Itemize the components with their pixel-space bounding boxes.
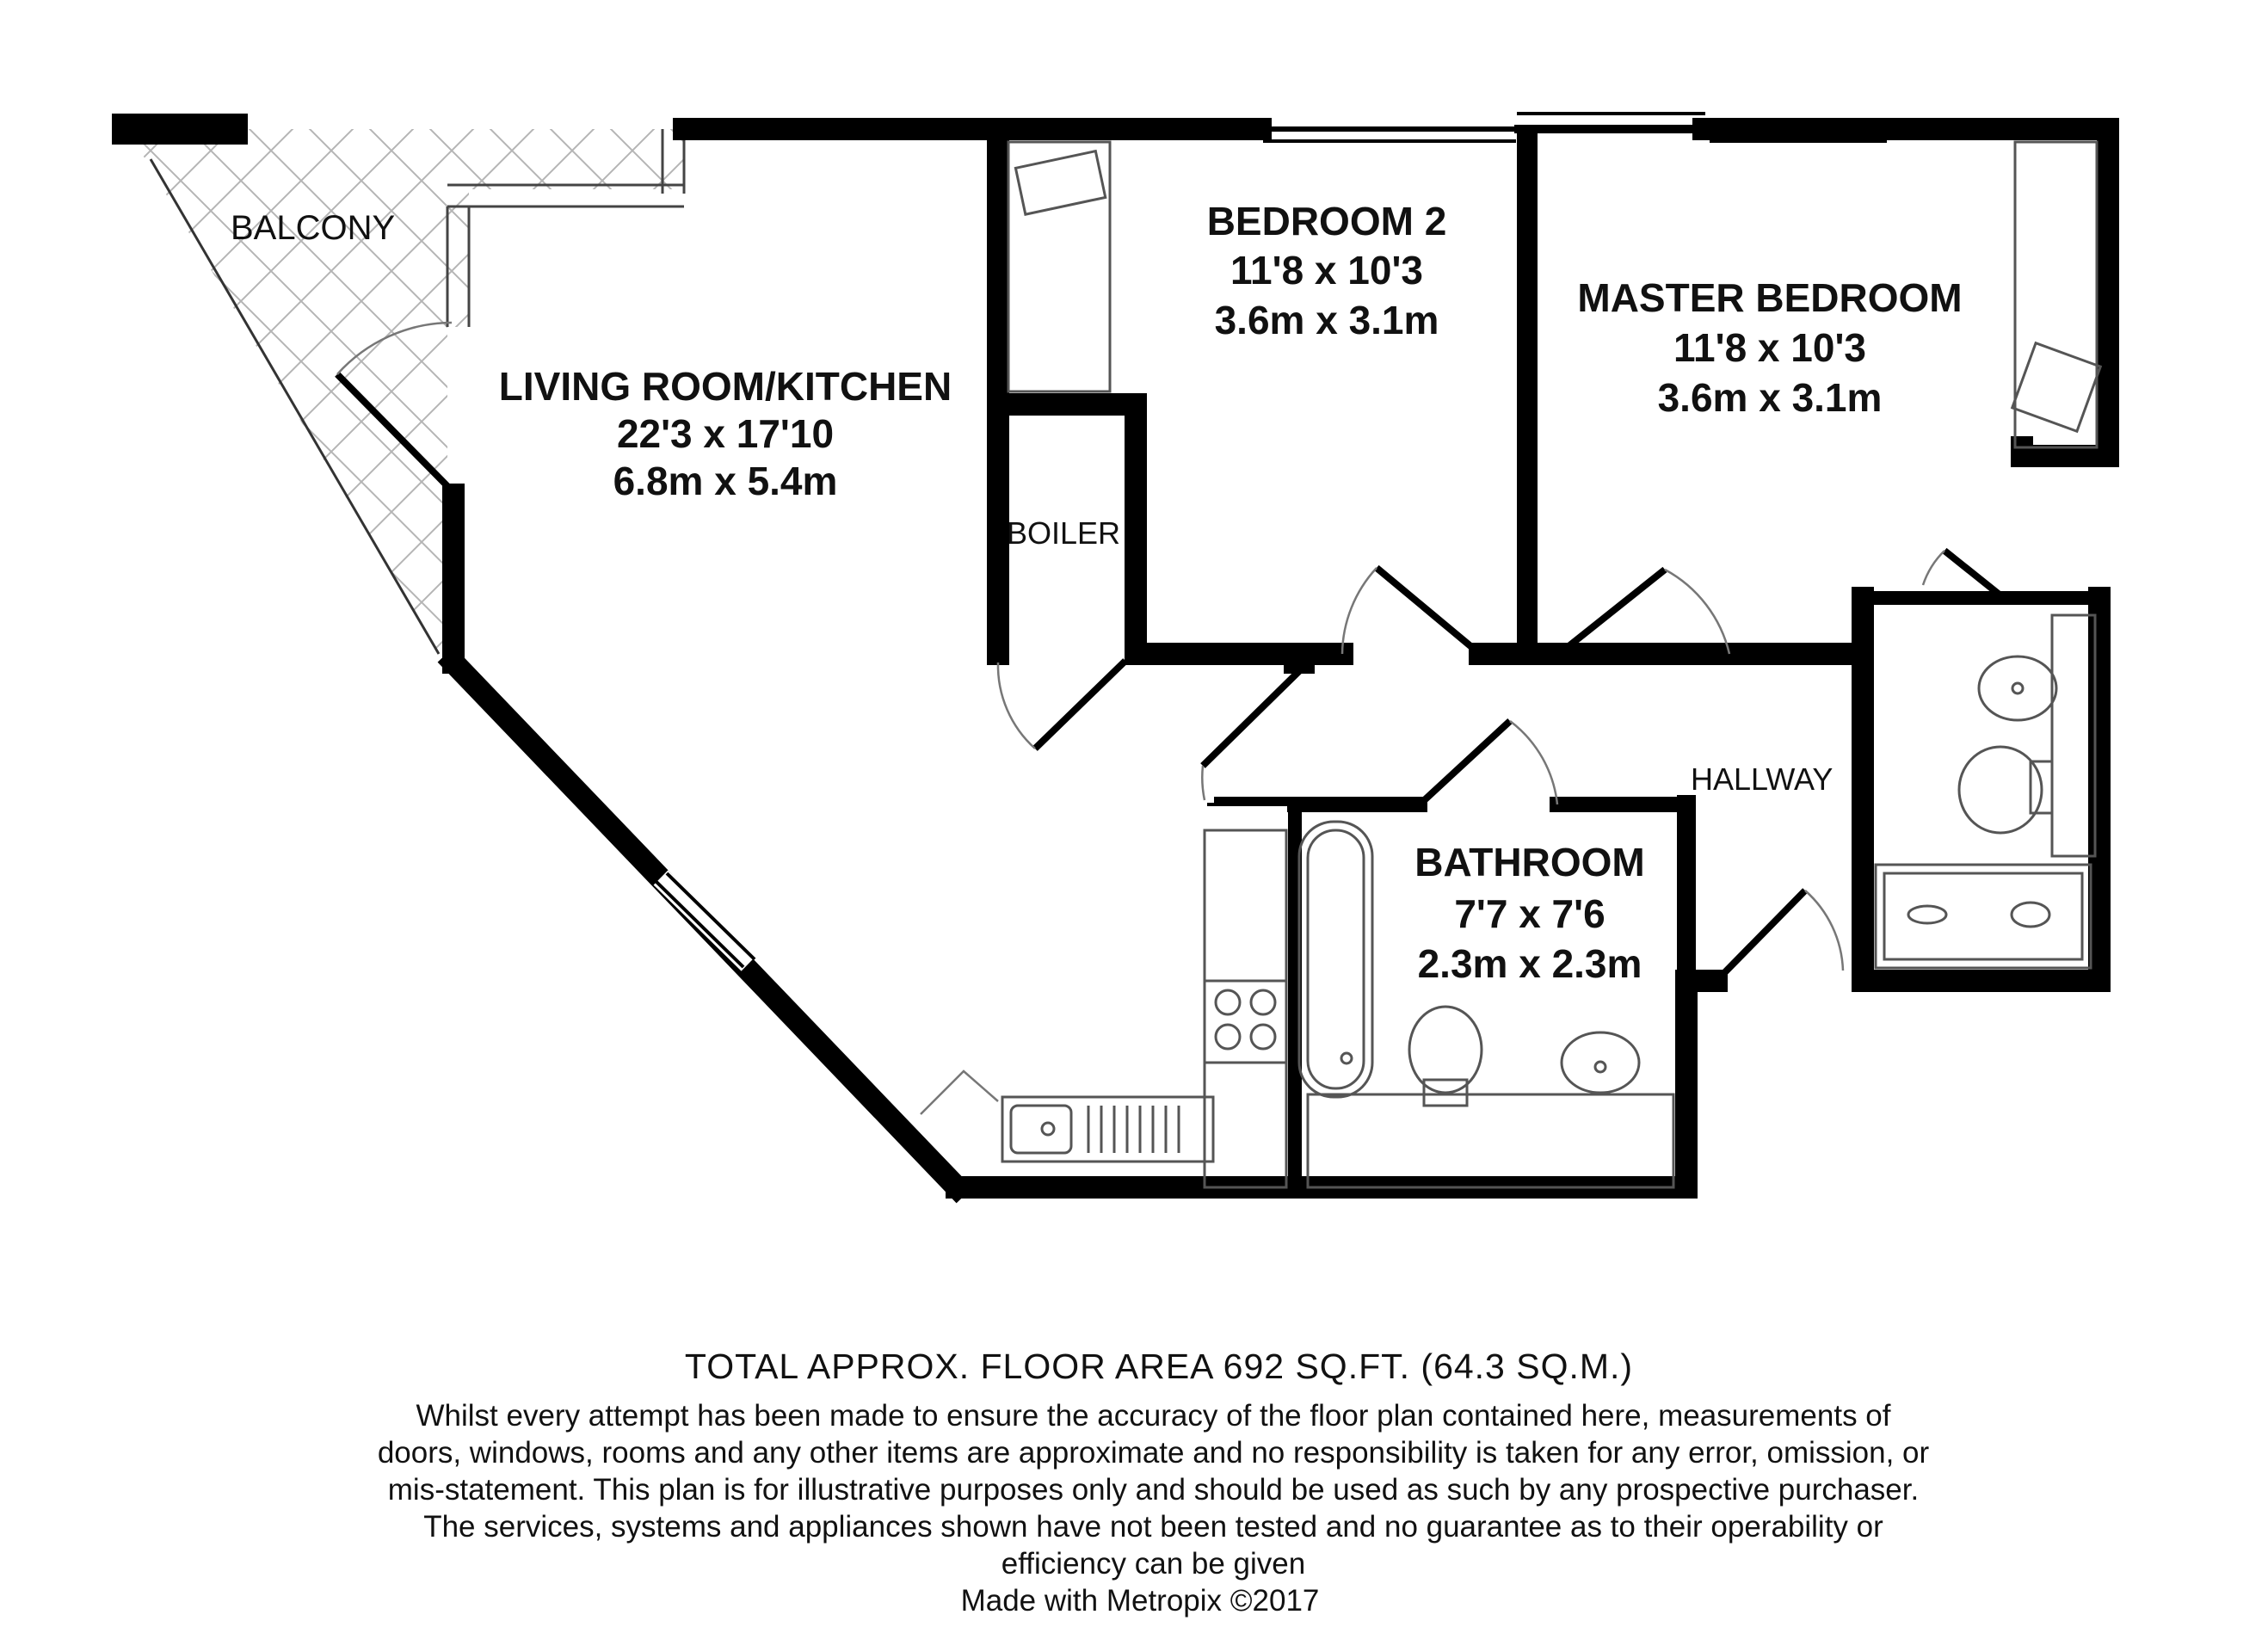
balcony-label: BALCONY bbox=[231, 209, 395, 247]
master-bedroom-metric: 3.6m x 3.1m bbox=[1658, 375, 1883, 420]
doors bbox=[920, 547, 2012, 1115]
bathroom-name: BATHROOM bbox=[1414, 840, 1644, 884]
bedroom-2-imperial: 11'8 x 10'3 bbox=[1230, 248, 1423, 293]
balcony-area bbox=[127, 129, 686, 655]
hallway-label: HALLWAY bbox=[1691, 761, 1833, 797]
bedroom-2-metric: 3.6m x 3.1m bbox=[1215, 298, 1439, 342]
master-bedroom-label: MASTER BEDROOM 11'8 x 10'3 3.6m x 3.1m bbox=[1577, 275, 1962, 420]
bathroom-metric: 2.3m x 2.3m bbox=[1418, 941, 1642, 986]
total-floor-area: TOTAL APPROX. FLOOR AREA 692 SQ.FT. (64.… bbox=[684, 1347, 1634, 1386]
bathroom-label: BATHROOM 7'7 x 7'6 2.3m x 2.3m bbox=[1414, 840, 1644, 986]
boiler-label: BOILER bbox=[1007, 515, 1120, 551]
living-room-metric: 6.8m x 5.4m bbox=[613, 459, 838, 503]
master-bedroom-imperial: 11'8 x 10'3 bbox=[1673, 325, 1866, 370]
bedroom-2-label: BEDROOM 2 11'8 x 10'3 3.6m x 3.1m bbox=[1207, 199, 1447, 342]
bathroom-fixtures bbox=[1297, 820, 1675, 1189]
wardrobes bbox=[1007, 140, 2103, 449]
living-room-imperial: 22'3 x 17'10 bbox=[617, 411, 834, 456]
living-room-name: LIVING ROOM/KITCHEN bbox=[499, 364, 952, 409]
ensuite-fixtures bbox=[1874, 613, 2097, 970]
master-bedroom-name: MASTER BEDROOM bbox=[1577, 275, 1962, 320]
kitchen-fixtures bbox=[1001, 829, 1288, 1189]
bedroom-2-name: BEDROOM 2 bbox=[1207, 199, 1447, 243]
metropix-credit: Made with Metropix ©2017 bbox=[960, 1584, 1320, 1618]
living-room-label: LIVING ROOM/KITCHEN 22'3 x 17'10 6.8m x … bbox=[499, 364, 952, 503]
living-window bbox=[653, 870, 756, 971]
footer: TOTAL APPROX. FLOOR AREA 692 SQ.FT. (64.… bbox=[0, 1347, 2268, 1618]
disclaimer-text: Whilst every attempt has been made to en… bbox=[377, 1399, 1930, 1581]
bathroom-imperial: 7'7 x 7'6 bbox=[1454, 891, 1605, 936]
